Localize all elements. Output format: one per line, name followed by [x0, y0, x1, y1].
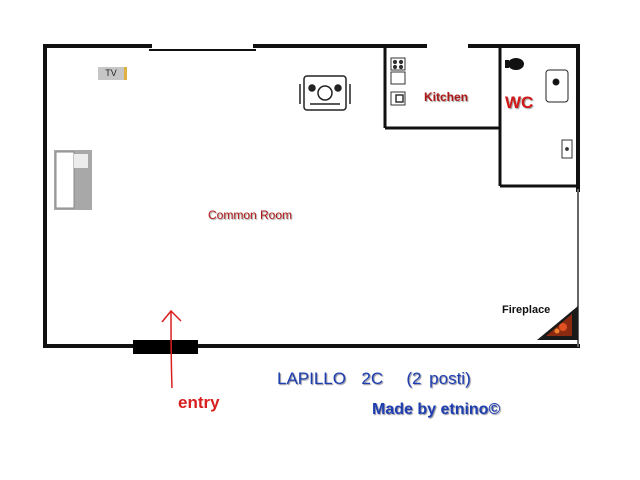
kitchen-label: Kitchen	[424, 90, 469, 104]
stereo-icon	[299, 75, 351, 111]
credit-text: Made by etnino©	[372, 401, 501, 418]
counter-icon	[390, 71, 406, 85]
entry-arrow-icon	[161, 309, 182, 389]
tv-label: TV	[105, 68, 117, 78]
fireplace-icon	[537, 306, 578, 340]
wash-basin-icon	[561, 139, 573, 159]
fireplace-label: Fireplace	[502, 304, 551, 316]
plan-title: LAPILLO 2C (2 posti)	[277, 369, 471, 388]
shower-icon	[545, 69, 569, 103]
common-room-label: Common Room	[208, 208, 293, 222]
entry-door	[133, 340, 198, 354]
wc-label: WC	[505, 93, 534, 112]
wc-walls	[498, 46, 578, 188]
sink-icon	[390, 91, 406, 106]
bed-icon	[54, 150, 92, 210]
stove-icon	[390, 57, 406, 71]
tv-icon: TV	[98, 67, 127, 80]
kitchen-walls	[383, 46, 500, 130]
entry-label: entry	[178, 393, 220, 412]
toilet-icon	[505, 58, 524, 70]
